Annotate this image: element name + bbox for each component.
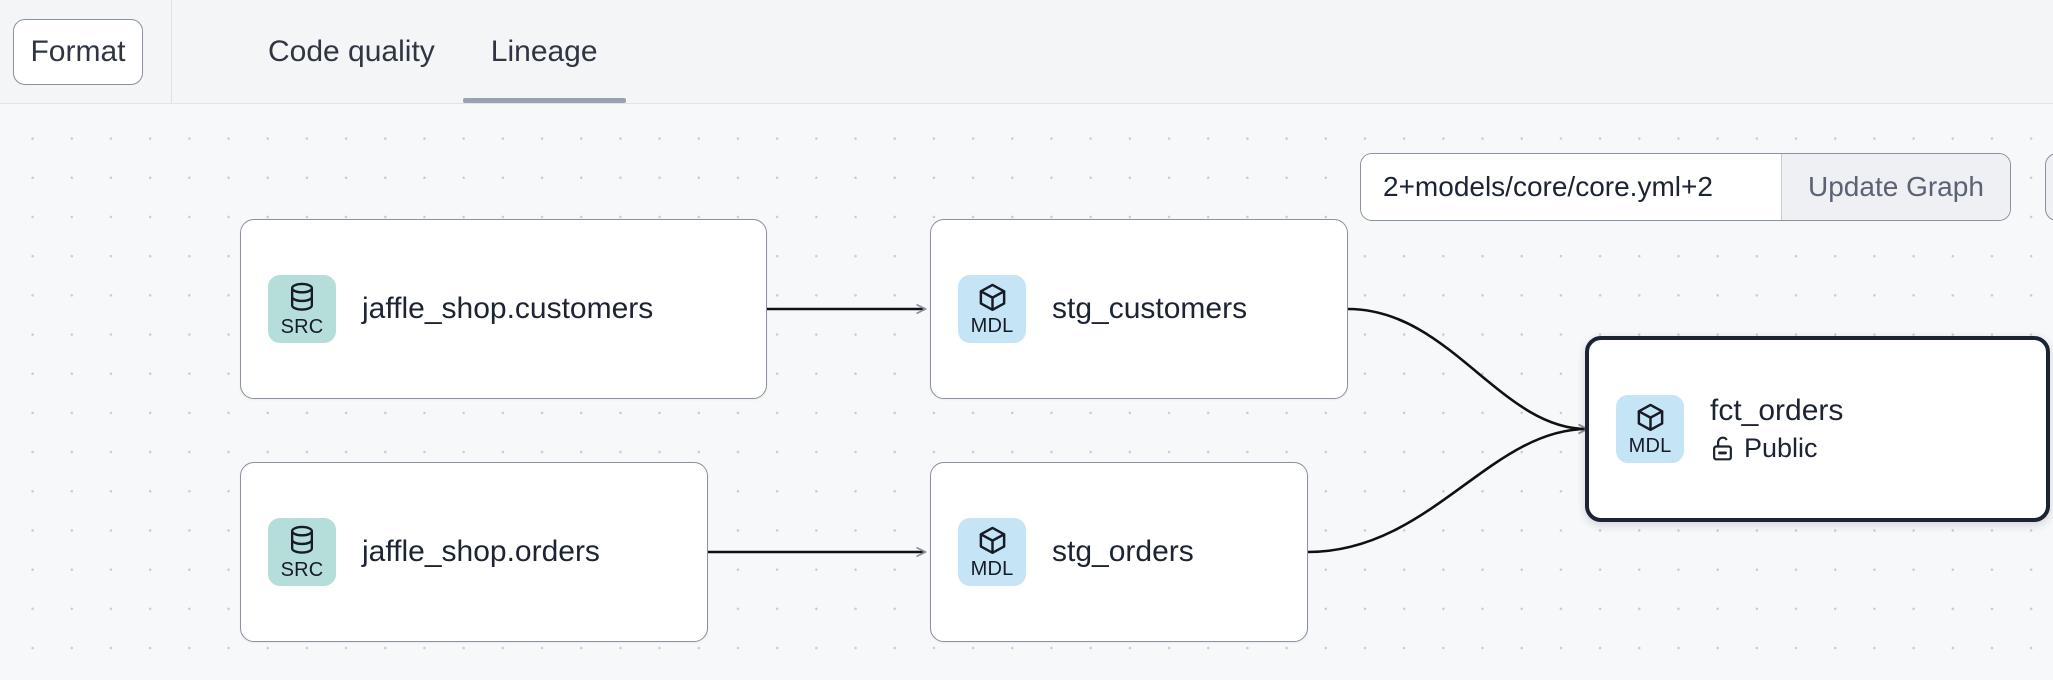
edge-stg-customers-fct-orders: [1347, 307, 1587, 429]
badge-src: SRC: [268, 518, 336, 586]
node-title: stg_orders: [1052, 534, 1194, 568]
graph-node-src-customers[interactable]: SRC jaffle_shop.customers: [240, 219, 767, 399]
node-body: jaffle_shop.orders: [362, 535, 600, 570]
graph-node-src-orders[interactable]: SRC jaffle_shop.orders: [240, 462, 708, 642]
lineage-canvas[interactable]: SRC jaffle_shop.customers MDL stg_custom…: [0, 104, 2053, 680]
node-body: fct_orders Public: [1710, 394, 1843, 464]
badge-mdl: MDL: [958, 518, 1026, 586]
tab-lineage[interactable]: Lineage: [462, 0, 626, 103]
node-title: jaffle_shop.customers: [362, 291, 654, 325]
node-body: jaffle_shop.customers: [362, 292, 653, 327]
edge-stg-orders-fct-orders: [1307, 429, 1587, 554]
unlock-icon: [1713, 436, 1732, 461]
cube-icon: [979, 526, 1005, 554]
badge-mdl-label: MDL: [970, 315, 1014, 337]
graph-node-fct-orders[interactable]: MDL fct_orders Public: [1585, 336, 2050, 522]
node-title: fct_orders: [1710, 394, 1844, 428]
badge-mdl-label: MDL: [970, 558, 1014, 580]
node-visibility: Public: [1710, 433, 1843, 464]
badge-src-label: SRC: [280, 315, 324, 338]
badge-src-label: SRC: [280, 558, 324, 581]
tab-lineage-label: Lineage: [490, 34, 598, 68]
tab-code-quality[interactable]: Code quality: [240, 0, 463, 103]
database-icon: [290, 282, 314, 311]
top-toolbar: Format Code quality Lineage: [0, 0, 2053, 104]
node-title: jaffle_shop.orders: [362, 534, 600, 568]
node-title: stg_customers: [1052, 291, 1248, 325]
badge-src: SRC: [268, 275, 336, 343]
toolbar-left-group: Format: [0, 0, 172, 103]
badge-mdl: MDL: [958, 275, 1026, 343]
canvas-control-button-1[interactable]: [2045, 153, 2053, 221]
tab-bar: Code quality Lineage: [172, 0, 626, 103]
cube-icon: [1637, 403, 1663, 431]
database-icon: [290, 525, 314, 554]
badge-mdl: MDL: [1616, 395, 1684, 463]
graph-node-stg-customers[interactable]: MDL stg_customers: [930, 219, 1348, 399]
format-button[interactable]: Format: [13, 18, 143, 85]
graph-node-stg-orders[interactable]: MDL stg_orders: [930, 462, 1308, 642]
node-visibility-label: Public: [1744, 432, 1818, 463]
cube-icon: [979, 283, 1005, 311]
badge-mdl-label: MDL: [1628, 435, 1672, 457]
node-body: stg_customers: [1052, 292, 1247, 327]
graph-query-group: Update Graph: [1360, 153, 2011, 221]
node-body: stg_orders: [1052, 535, 1194, 570]
update-graph-button[interactable]: Update Graph: [1781, 154, 2010, 220]
graph-selector-input[interactable]: [1361, 154, 1781, 220]
tab-code-quality-label: Code quality: [268, 34, 435, 68]
